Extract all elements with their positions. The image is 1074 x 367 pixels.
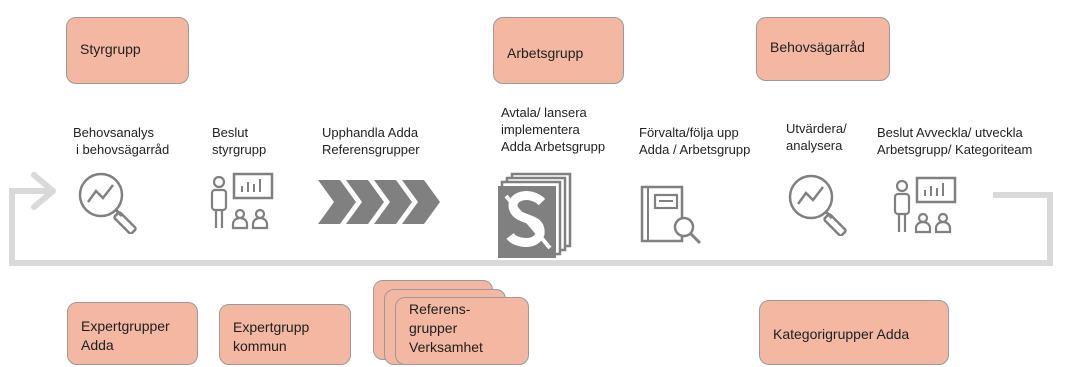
- presenter-board-icon: [210, 172, 276, 232]
- group-label: Arbetsgrupp: [507, 45, 584, 61]
- chevron-arrows-icon: [318, 180, 440, 224]
- presenter-board-icon: [893, 176, 959, 236]
- group-box-styrgrupp: Styrgrupp: [66, 17, 189, 84]
- group-box-arbetsgrupp: Arbetsgrupp: [493, 17, 624, 84]
- step-label-upphandla: Upphandla Adda Referensgrupper: [322, 125, 420, 157]
- group-label: Behovsägarråd: [770, 39, 865, 55]
- group-box-expertgrupper-adda: Expertgrupper Adda: [67, 302, 198, 365]
- step-label-utvardera: Utvärdera/ analysera: [786, 121, 847, 153]
- group-box-referensgrupper: Referens- grupper Verksamhet: [395, 297, 529, 365]
- group-box-kategorigrupper: Kategorigrupper Adda: [759, 300, 949, 365]
- step-label-beslut-styrgrupp: Beslut styrgrupp: [212, 125, 267, 157]
- step-label-avtala: Avtala/ lansera implementera Adda Arbets…: [501, 105, 606, 154]
- group-box-behovsagarrad: Behovsägarråd: [756, 17, 890, 81]
- document-search-icon: [640, 185, 704, 247]
- group-label: Styrgrupp: [80, 41, 141, 57]
- step-label-beslut-avveckla: Beslut Avveckla/ utveckla Arbetsgrupp/ K…: [877, 125, 1033, 157]
- group-label: Expertgrupper Adda: [81, 318, 170, 353]
- magnifier-chart-icon: [784, 172, 856, 236]
- step-label-behovsanalys: Behovsanalys i behovsägarråd: [73, 125, 170, 157]
- step-label-forvalta: Förvalta/följa upp Adda / Arbetsgrupp: [639, 125, 751, 157]
- group-box-expertgrupp-kommun: Expertgrupp kommun: [219, 304, 351, 365]
- group-label: Kategorigrupper Adda: [773, 326, 910, 342]
- magnifier-chart-icon: [74, 170, 146, 234]
- group-label: Referens- grupper Verksamhet: [409, 301, 483, 355]
- group-label: Expertgrupp kommun: [233, 319, 310, 354]
- stacked-documents-icon: [498, 172, 574, 258]
